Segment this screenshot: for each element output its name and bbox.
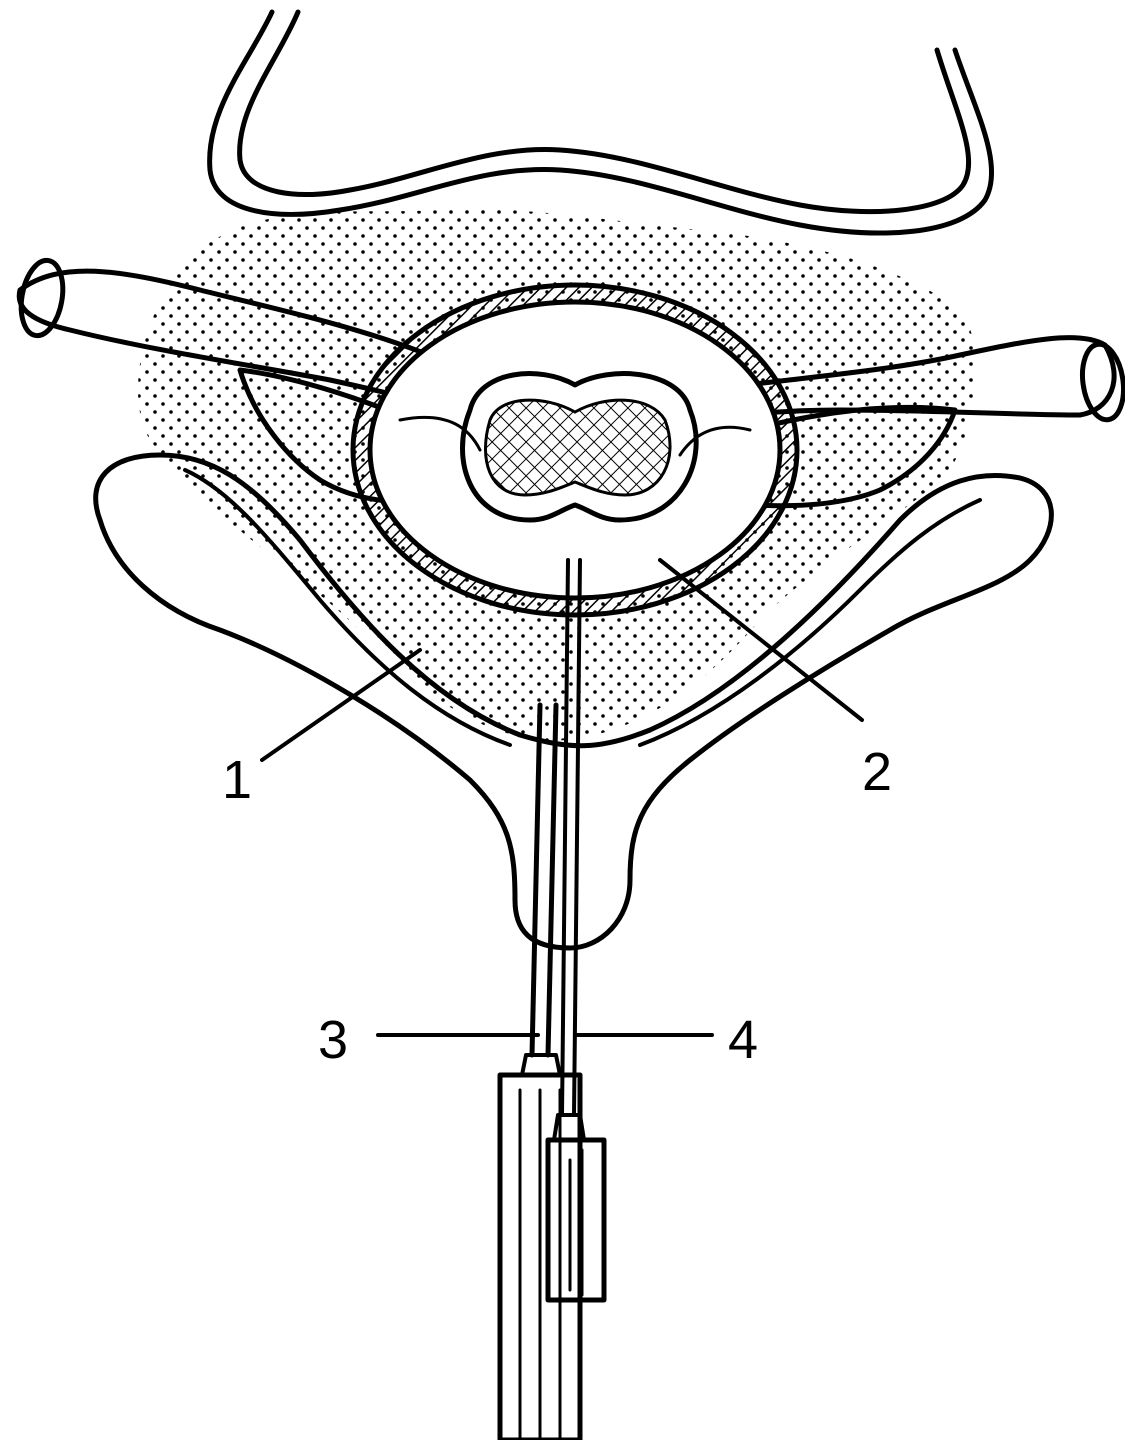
epidural-needle <box>500 705 580 1440</box>
callout-3: 3 <box>318 1010 348 1070</box>
callout-1: 1 <box>222 750 252 810</box>
callout-2: 2 <box>862 742 892 802</box>
vertebral-body-outline <box>210 12 992 233</box>
callout-4: 4 <box>728 1010 758 1070</box>
